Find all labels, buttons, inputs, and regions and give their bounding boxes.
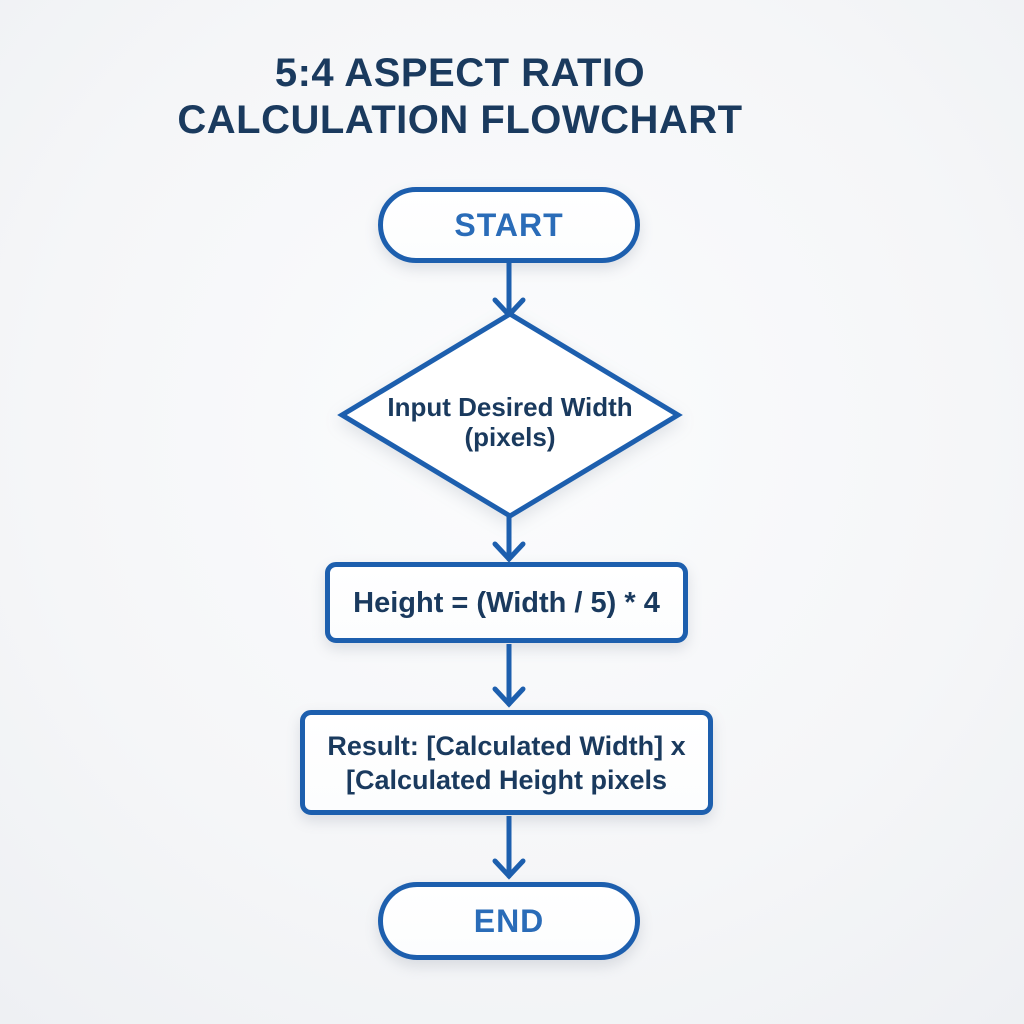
end-node: END	[378, 882, 640, 960]
formula-node-label: Height = (Width / 5) * 4	[353, 586, 660, 619]
input-node: Input Desired Width (pixels)	[335, 392, 685, 452]
flow-arrow-result-to-end	[492, 816, 526, 880]
formula-node: Height = (Width / 5) * 4	[325, 562, 688, 643]
result-node-line1: Result: [Calculated Width] x	[327, 730, 686, 761]
result-node: Result: [Calculated Width] x [Calculated…	[300, 710, 713, 815]
start-node-label: START	[454, 206, 564, 243]
flow-arrow-input-to-formula	[492, 514, 526, 563]
flow-arrow-formula-to-result	[492, 644, 526, 708]
start-node: START	[378, 187, 640, 263]
flowchart-title-line2: CALCULATION FLOWCHART	[177, 98, 743, 142]
flowchart-title: 5:4 ASPECT RATIO CALCULATION FLOWCHART	[0, 50, 920, 144]
result-node-line2: [Calculated Height pixels	[345, 764, 668, 795]
end-node-label: END	[473, 902, 545, 939]
input-node-line2: (pixels)	[464, 422, 556, 452]
input-node-line1: Input Desired Width	[387, 392, 633, 422]
flowchart-title-line1: 5:4 ASPECT RATIO	[274, 51, 646, 95]
